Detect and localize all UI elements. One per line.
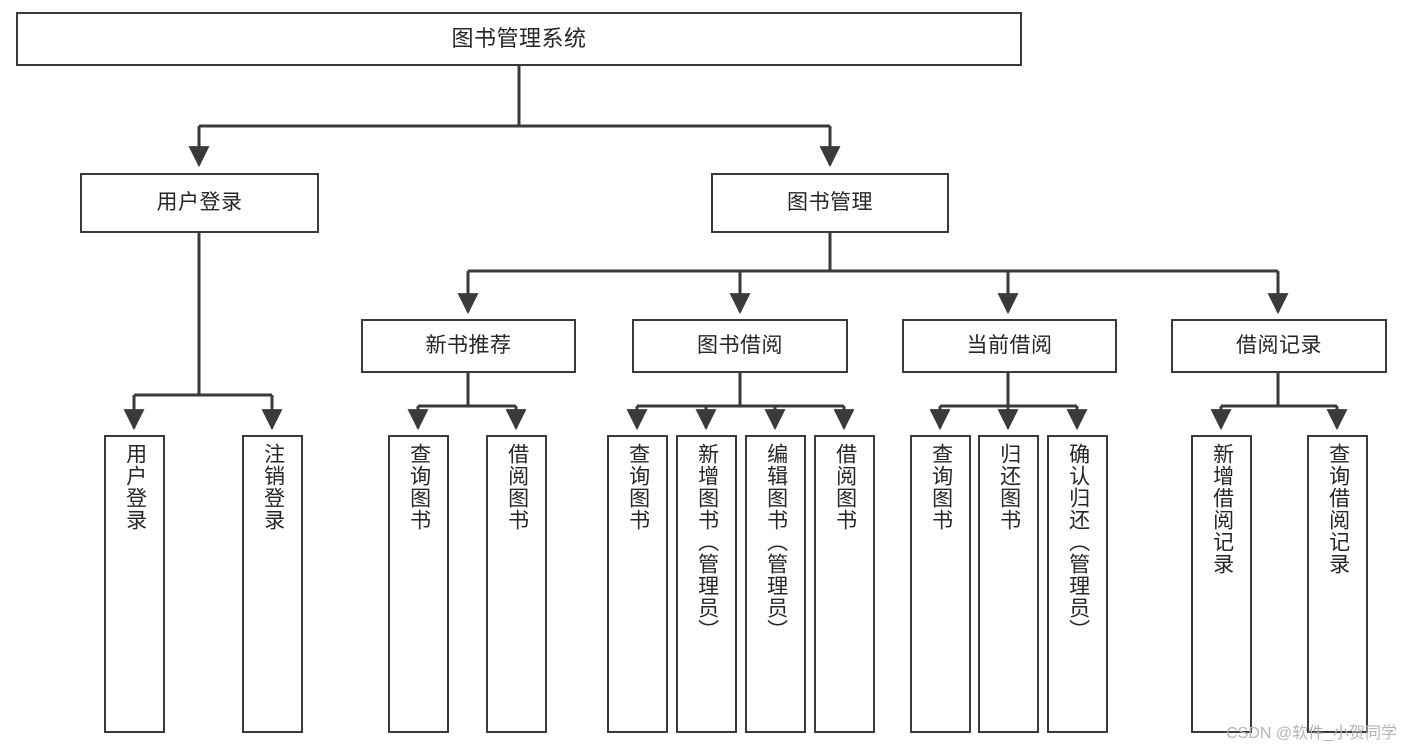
node-leaf-current-return-book[interactable]: 归还图书	[978, 435, 1039, 733]
node-user-login-label: 用户登录	[156, 190, 243, 214]
node-book-manage-label: 图书管理	[787, 190, 873, 214]
csdn-watermark: CSDN @软件_小贺同学	[1226, 725, 1397, 742]
node-current-borrow-label: 当前借阅	[966, 333, 1053, 357]
node-borrow-record-label: 借阅记录	[1236, 333, 1322, 357]
node-leaf-borrow-add-book-label: 新增图书（管理员）	[695, 443, 719, 641]
node-new-book-rec-label: 新书推荐	[425, 333, 512, 357]
node-current-borrow[interactable]: 当前借阅	[902, 319, 1117, 373]
node-leaf-current-confirm-return[interactable]: 确认归还（管理员）	[1047, 435, 1108, 733]
node-borrow-record[interactable]: 借阅记录	[1171, 319, 1387, 373]
node-leaf-borrow-add-book[interactable]: 新增图书（管理员）	[676, 435, 737, 733]
node-root[interactable]: 图书管理系统	[16, 12, 1022, 66]
node-leaf-borrow-edit-book-label: 编辑图书（管理员）	[764, 443, 788, 641]
node-book-manage[interactable]: 图书管理	[711, 173, 949, 233]
node-leaf-current-return-book-label: 归还图书	[997, 443, 1021, 531]
node-leaf-user-logout-label: 注销登录	[261, 443, 285, 531]
node-leaf-borrow-edit-book[interactable]: 编辑图书（管理员）	[745, 435, 806, 733]
node-leaf-rec-borrow-book-label: 借阅图书	[505, 443, 529, 531]
node-leaf-record-query[interactable]: 查询借阅记录	[1307, 435, 1368, 733]
node-new-book-rec[interactable]: 新书推荐	[361, 319, 576, 373]
node-leaf-user-login-label: 用户登录	[123, 443, 147, 531]
node-leaf-record-add-label: 新增借阅记录	[1210, 443, 1234, 575]
node-book-borrow-label: 图书借阅	[697, 333, 783, 357]
node-leaf-record-query-label: 查询借阅记录	[1326, 443, 1350, 575]
node-leaf-user-login[interactable]: 用户登录	[104, 435, 165, 733]
node-leaf-current-query-book-label: 查询图书	[929, 443, 953, 531]
node-leaf-user-logout[interactable]: 注销登录	[242, 435, 303, 733]
node-leaf-current-query-book[interactable]: 查询图书	[910, 435, 971, 733]
node-leaf-borrow-borrow-book-label: 借阅图书	[833, 443, 857, 531]
node-leaf-rec-query-book[interactable]: 查询图书	[388, 435, 449, 733]
node-book-borrow[interactable]: 图书借阅	[632, 319, 848, 373]
node-leaf-borrow-query-book[interactable]: 查询图书	[607, 435, 668, 733]
node-leaf-rec-query-book-label: 查询图书	[407, 443, 431, 531]
node-leaf-record-add[interactable]: 新增借阅记录	[1191, 435, 1252, 733]
node-root-label: 图书管理系统	[451, 26, 587, 52]
node-leaf-current-confirm-return-label: 确认归还（管理员）	[1066, 443, 1090, 641]
node-user-login[interactable]: 用户登录	[80, 173, 319, 233]
node-leaf-rec-borrow-book[interactable]: 借阅图书	[486, 435, 547, 733]
node-leaf-borrow-query-book-label: 查询图书	[626, 443, 650, 531]
node-leaf-borrow-borrow-book[interactable]: 借阅图书	[814, 435, 875, 733]
